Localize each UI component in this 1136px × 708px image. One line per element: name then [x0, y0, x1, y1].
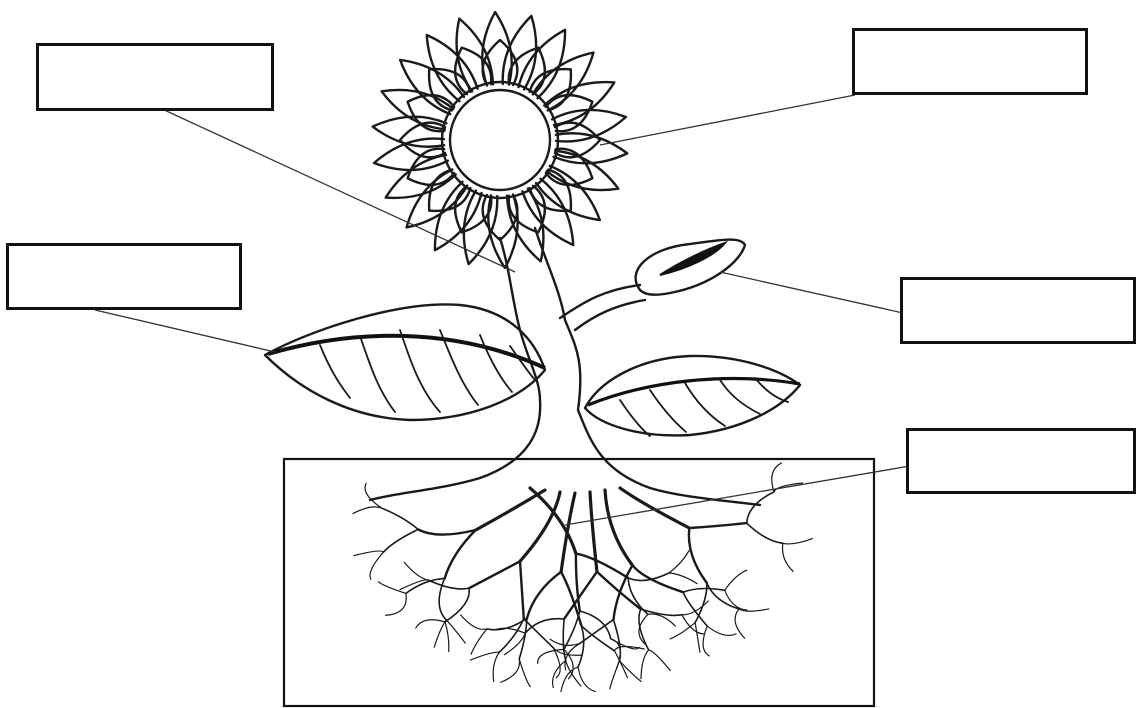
root-branch	[416, 620, 445, 628]
root-branch	[386, 593, 407, 615]
root-branch	[495, 628, 525, 633]
root-branch	[519, 659, 530, 687]
root-branch	[461, 615, 487, 630]
root-branch	[649, 650, 671, 671]
bud-icon	[636, 240, 745, 295]
root-branch	[641, 650, 649, 679]
root-branch	[707, 626, 736, 635]
root-branch	[370, 552, 383, 579]
root-branch	[783, 539, 812, 544]
root-branch	[576, 554, 628, 578]
root-branch	[689, 528, 707, 583]
root-branch	[550, 639, 580, 645]
root-branch	[578, 626, 584, 667]
label-box-top-right[interactable]	[852, 28, 1088, 95]
petal	[374, 139, 448, 171]
label-box-bottom-right[interactable]	[906, 428, 1136, 494]
root-branch	[428, 580, 469, 589]
root-branch	[418, 529, 476, 534]
root-branch	[669, 573, 697, 584]
root-branch	[538, 649, 564, 663]
left-leaf-icon	[265, 304, 545, 420]
stem-icon	[370, 228, 760, 505]
root-branch	[689, 523, 746, 528]
root-branch	[354, 551, 384, 556]
root-branch	[597, 572, 641, 609]
flower-head-icon	[373, 12, 628, 268]
root-branch	[471, 629, 487, 654]
root-branch	[445, 530, 476, 578]
root-branch	[527, 572, 561, 618]
root-branch	[747, 523, 783, 543]
root-branch	[383, 529, 418, 552]
root-branch	[695, 623, 700, 652]
root-branch	[378, 582, 405, 594]
petal	[552, 110, 626, 142]
root-branch	[620, 661, 641, 682]
root-branch	[703, 626, 709, 656]
root-branch	[683, 588, 724, 592]
root-branch	[470, 652, 499, 660]
root-branch	[382, 508, 418, 529]
root-branch	[632, 565, 683, 592]
root-branch	[725, 570, 747, 590]
root-branch	[469, 561, 520, 588]
root-branch	[365, 483, 382, 508]
label-box-middle-right[interactable]	[900, 277, 1136, 344]
root-branch	[747, 492, 774, 523]
label-box-middle-left[interactable]	[6, 243, 242, 310]
root-branch	[353, 507, 382, 514]
right-leaf-icon	[585, 356, 800, 436]
root-branch	[445, 622, 449, 652]
root-branch	[406, 578, 445, 593]
root-branch	[520, 561, 524, 618]
root-branch	[446, 620, 465, 643]
root-branch	[493, 652, 499, 681]
root-branch	[476, 490, 545, 530]
root-branch	[669, 551, 689, 573]
leader-lines	[95, 95, 910, 525]
root-branch	[404, 562, 428, 580]
root-branch	[628, 578, 648, 614]
label-box-top-left[interactable]	[36, 43, 274, 111]
root-branch	[783, 543, 794, 571]
root-branch	[434, 620, 446, 647]
root-branch	[499, 619, 523, 652]
root-branch	[605, 490, 632, 565]
roots-icon	[353, 463, 812, 692]
root-branch	[501, 659, 520, 682]
root-branch	[445, 588, 469, 622]
root-branch	[578, 667, 595, 691]
